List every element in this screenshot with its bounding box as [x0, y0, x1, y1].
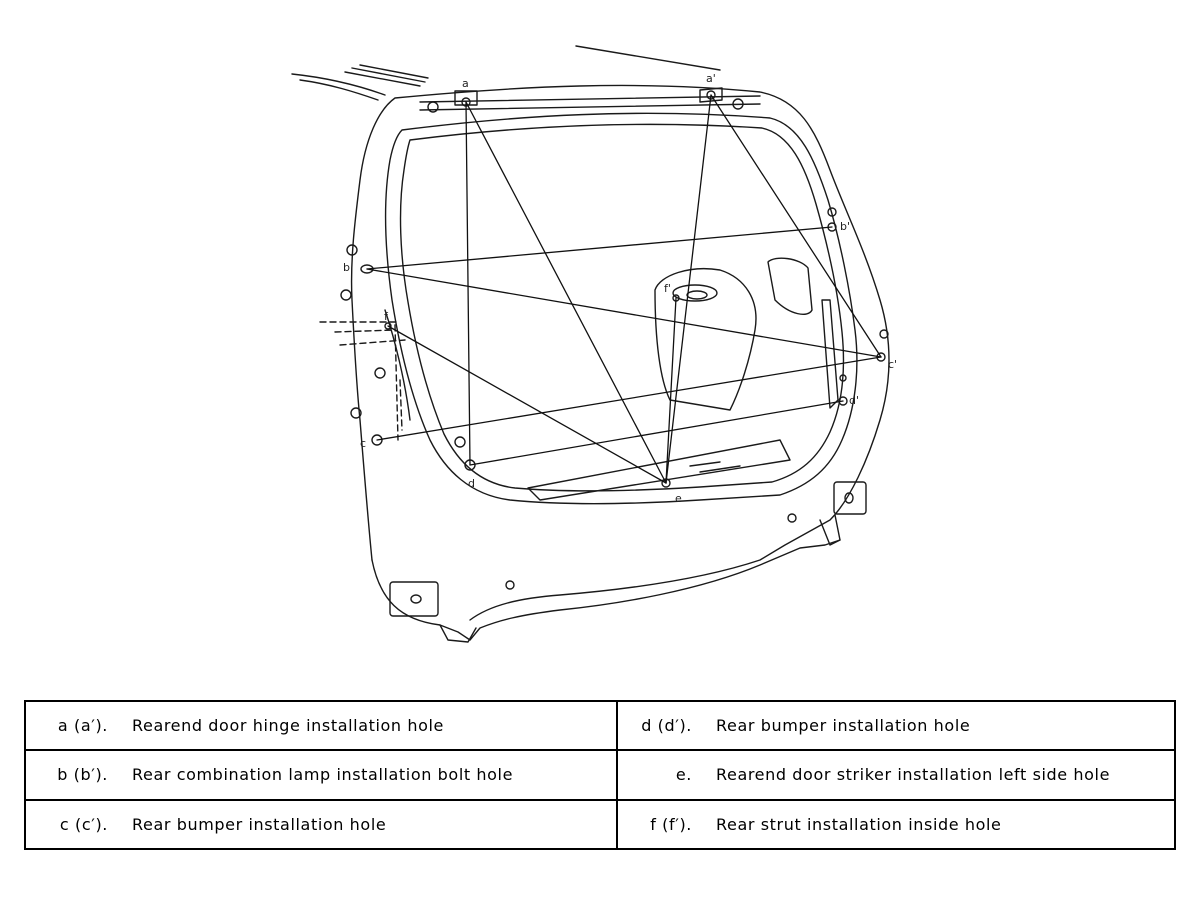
hole — [427, 101, 439, 113]
strut-tower — [654, 268, 757, 411]
side-recess — [767, 257, 813, 316]
legend-cell: a (a′). Rearend door hinge installation … — [24, 699, 618, 752]
legend-cell: f (f′). Rear strut installation inside h… — [616, 798, 1176, 851]
label-f: f — [384, 310, 389, 323]
label-f-prime: f' — [664, 282, 671, 295]
legend-cell: c (c′). Rear bumper installation hole — [24, 798, 618, 851]
hole — [787, 513, 797, 523]
hole — [346, 244, 358, 256]
measurement-lines — [366, 94, 882, 484]
hole — [879, 329, 889, 339]
hole — [340, 289, 352, 301]
label-b: b — [343, 261, 350, 274]
hole — [839, 374, 847, 382]
legend-cell: d (d′). Rear bumper installation hole — [616, 699, 1176, 752]
vehicle-rear-body-diagram: a a' b b' c c' d d' e f f' — [291, 45, 897, 643]
lamp-recess-right — [833, 481, 867, 515]
legend-cell: e. Rearend door striker installation lef… — [616, 749, 1176, 801]
label-a-prime: a' — [706, 72, 716, 85]
lamp-recess-left-hole — [410, 594, 422, 604]
label-a: a — [462, 77, 469, 90]
legend-row: c (c′). Rear bumper installation hole f … — [24, 798, 1176, 851]
strut-cap-inner — [686, 290, 708, 300]
lamp-recess-right-hole — [844, 492, 854, 504]
roof-rail — [344, 64, 429, 87]
point-d-prime — [838, 396, 848, 406]
legend-key: d (d′). — [641, 716, 692, 736]
lower-tab-right — [819, 514, 841, 546]
label-e: e — [675, 492, 682, 505]
legend-key: e. — [675, 765, 692, 785]
roof-top-line — [575, 45, 721, 71]
hole — [350, 407, 362, 419]
legend-key: a (a′). — [57, 716, 108, 736]
pillar-right-inner — [821, 299, 839, 409]
legend-row: b (b′). Rear combination lamp installati… — [24, 749, 1176, 801]
strut-cap — [672, 284, 718, 302]
hinge-bracket-right — [699, 87, 723, 103]
inner-opening — [384, 112, 858, 505]
legend-description: Rearend door hinge installation hole — [132, 716, 444, 736]
hole — [732, 98, 744, 110]
lower-tab-left — [439, 624, 477, 643]
legend-description: Rear bumper installation hole — [716, 716, 971, 736]
legend-description: Rear strut installation inside hole — [716, 814, 1002, 834]
roof-outline — [291, 73, 386, 101]
legend-cell: b (b′). Rear combination lamp installati… — [24, 749, 618, 801]
label-d: d — [468, 477, 475, 490]
legend-row: a (a′). Rearend door hinge installation … — [24, 699, 1176, 752]
label-d-prime: d' — [849, 394, 859, 407]
legend-description: Rear bumper installation hole — [132, 814, 387, 834]
label-c-prime: c' — [888, 358, 897, 371]
legend-key: f (f′). — [650, 814, 692, 834]
inner-opening-lip — [399, 123, 845, 492]
point-f — [384, 322, 392, 330]
legend-key: c (c′). — [59, 814, 108, 834]
lamp-recess-left — [389, 581, 439, 617]
legend-key: b (b′). — [57, 765, 108, 785]
legend-description: Rearend door striker installation left s… — [716, 765, 1111, 785]
lower-panel — [371, 539, 841, 641]
hole — [374, 367, 386, 379]
hole — [827, 207, 837, 217]
hole — [454, 436, 466, 448]
legend-description: Rear combination lamp installation bolt … — [132, 765, 514, 785]
hidden-lines — [319, 321, 406, 441]
point-c — [371, 434, 383, 446]
sill-plate — [527, 439, 791, 501]
outer-frame — [350, 84, 890, 621]
label-c: c — [360, 437, 366, 450]
hole — [505, 580, 515, 590]
label-b-prime: b' — [840, 220, 850, 233]
sill-detail — [689, 461, 741, 473]
legend-table: a (a′). Rearend door hinge installation … — [24, 699, 1176, 851]
left-pillar-inner — [384, 309, 411, 421]
